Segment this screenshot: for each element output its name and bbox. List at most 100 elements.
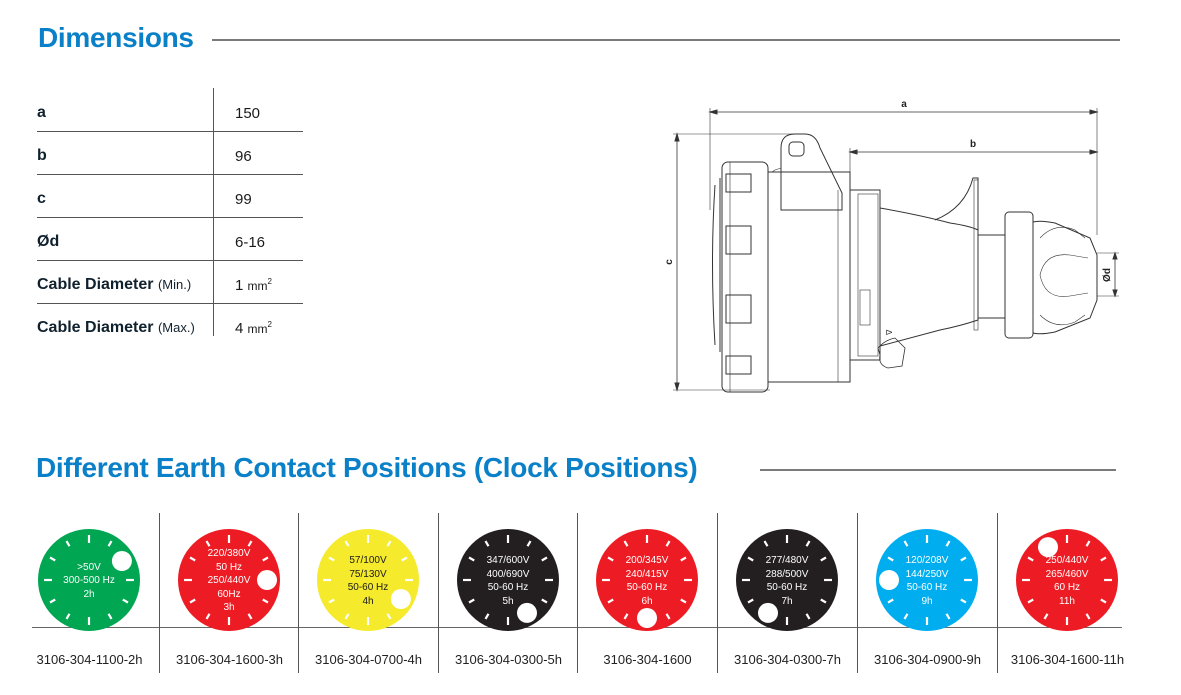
dial-tick (262, 598, 269, 604)
dial-face (596, 529, 698, 631)
arrow-head (848, 149, 858, 155)
clock-dial-graphic (457, 529, 559, 631)
dial-rating-text: 250/440V (207, 575, 251, 587)
dial-tick (107, 613, 113, 620)
column-separator (298, 513, 299, 673)
socket-technical-drawing: a b c Ød (660, 90, 1120, 400)
dial-tick (247, 540, 253, 547)
dial-tick (665, 613, 671, 620)
part-number: 3106-304-1600-3h (176, 652, 283, 667)
dial-rating-text: 200/345V (625, 555, 669, 566)
dimension-row-a: a 150 (37, 88, 303, 132)
flange-tab (725, 225, 752, 255)
dimension-label-a: a (901, 99, 907, 110)
dimension-value: 150 (235, 105, 261, 122)
arrow-head (1089, 149, 1099, 155)
dimension-row-cable-max: Cable Diameter (Max.) 4 mm2 (37, 303, 303, 346)
dial-rating-text: 6h (641, 595, 653, 607)
part-number: 3106-304-1600-11h (1010, 652, 1125, 667)
dial-face (178, 529, 280, 631)
earth-contact-dot (758, 602, 778, 623)
dial-tick (945, 540, 951, 547)
column-separator (577, 513, 578, 673)
dimension-label: Ød (37, 233, 60, 250)
dial-tick (607, 556, 614, 562)
dial-rating-text: 220/380V (207, 548, 251, 560)
dial-tick (262, 556, 269, 562)
dimension-label: c (37, 190, 46, 207)
dial-tick (541, 556, 548, 562)
dimension-label: a (37, 104, 46, 121)
dimension-row-cable-min: Cable Diameter (Min.) 1 mm2 (37, 260, 303, 304)
flange-tab (725, 294, 752, 324)
drawing-svg: a b c Ød (664, 99, 1119, 393)
dial-tick (189, 556, 196, 562)
dial-tick (1085, 613, 1091, 620)
svg-text:∇: ∇ (885, 329, 894, 336)
dial-tick (205, 613, 211, 620)
dial-tick (623, 540, 629, 547)
dial-tick (386, 613, 392, 620)
dimension-label-c: c (664, 259, 675, 265)
dimension-value: 6-16 (235, 234, 266, 251)
column-separator (997, 513, 998, 673)
dial-tick (820, 598, 827, 604)
part-number: 3106-304-0300-7h (734, 652, 841, 667)
dial-tick (541, 598, 548, 604)
dial-rating-text: 50-60 Hz (487, 582, 529, 593)
dial-rating-text: 2h (83, 588, 95, 600)
dial-tick (623, 613, 629, 620)
dial-tick (820, 556, 827, 562)
dial-rating-text: 5h (502, 595, 514, 607)
dimensions-title-rule (212, 39, 1120, 41)
dial-tick (887, 556, 894, 562)
dimension-label-note: (Min.) (157, 277, 192, 292)
column-separator (717, 513, 718, 673)
arrow-head (674, 132, 680, 142)
dial-rating-text: 240/415V (625, 568, 669, 580)
earth-contact-dot (517, 602, 537, 623)
dial-tick (960, 598, 967, 604)
dimension-value: 99 (235, 191, 252, 208)
column-separator (159, 513, 160, 673)
dial-tick (401, 556, 408, 562)
dial-rating-text: 11h (1059, 595, 1075, 607)
dial-tick (680, 556, 687, 562)
clock-positions-title-rule (760, 469, 1116, 471)
earth-contact-dot (111, 551, 132, 571)
dial-tick (49, 556, 56, 562)
dial-rating-text: 50-60 Hz (906, 582, 948, 593)
dial-tick (122, 598, 129, 604)
dial-rating-text: 347/600V (486, 555, 530, 566)
dial-rating-text: 57/100V (349, 555, 387, 566)
dial-tick (747, 598, 754, 604)
dial-tick (344, 540, 350, 547)
dial-rating-text: 7h (781, 595, 793, 607)
flange-tab (725, 173, 752, 193)
dial-rating-text: 60 Hz (1053, 582, 1081, 593)
front-flange (721, 161, 769, 393)
dial-rating-text: 9h (921, 595, 933, 607)
dial-tick (805, 613, 811, 620)
dial-tick (189, 598, 196, 604)
clock-dial-graphic (38, 529, 140, 631)
dial-rating-text: 50-60 Hz (766, 582, 808, 593)
dial-tick (903, 540, 909, 547)
collar-window (859, 289, 871, 326)
socket-collar (849, 189, 881, 361)
dial-tick (468, 598, 475, 604)
part-number: 3106-304-0900-9h (874, 652, 981, 667)
dimension-label: Cable Diameter (Max.) (37, 319, 195, 336)
column-separator (857, 513, 858, 673)
dial-tick (328, 556, 335, 562)
dial-tick (903, 613, 909, 620)
dial-tick (386, 540, 392, 547)
earth-contact-dot (879, 570, 899, 590)
earth-contact-dot (1038, 537, 1058, 558)
